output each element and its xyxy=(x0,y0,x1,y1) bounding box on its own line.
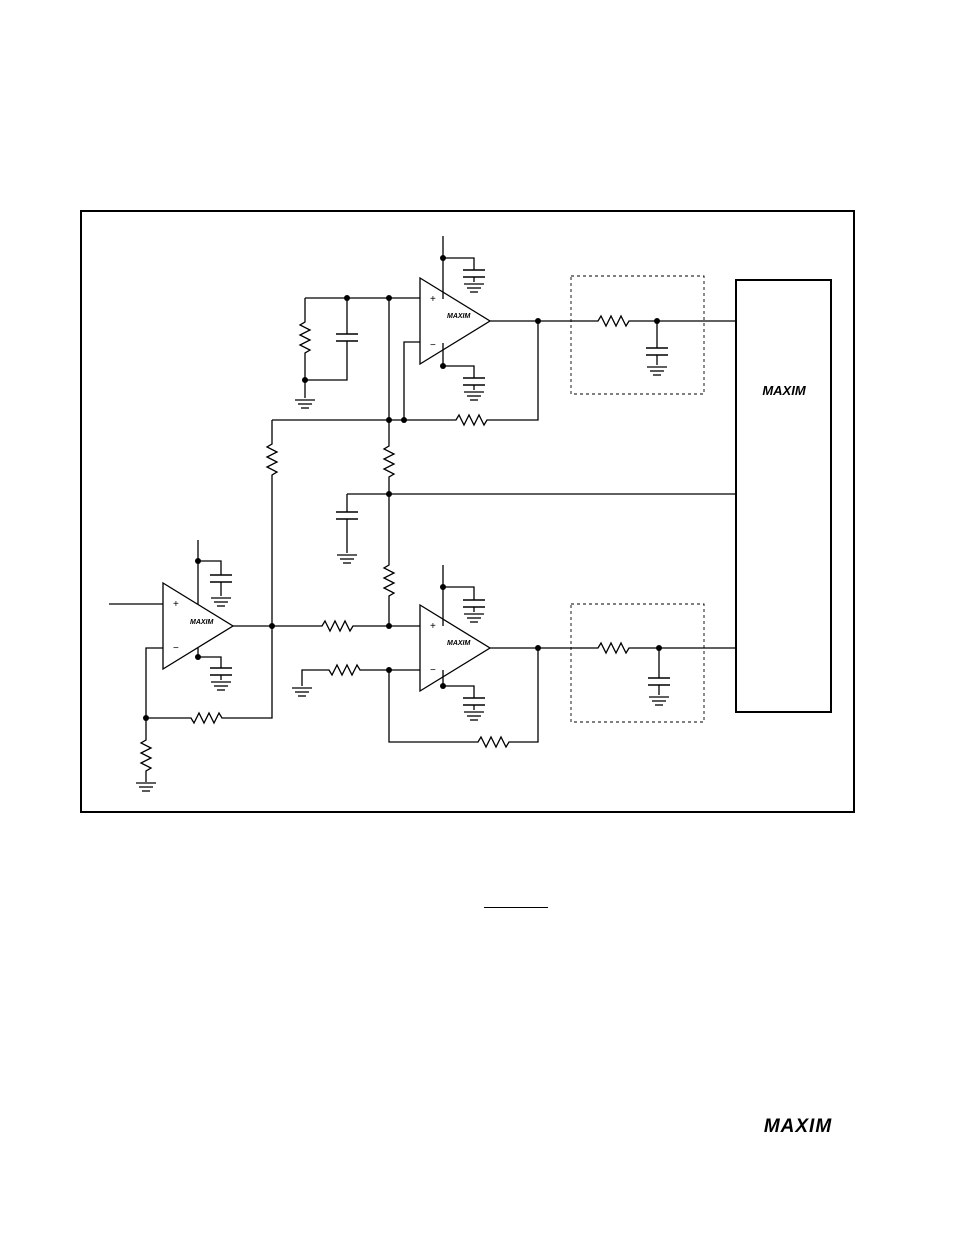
filter-box-top xyxy=(571,276,704,394)
adc-block-logo: MAXIM xyxy=(762,383,807,398)
opamp-input-plus: + xyxy=(173,599,179,610)
maxim-logo: MAXIM xyxy=(742,1116,854,1136)
filter-box-bottom xyxy=(571,604,704,722)
adc-block xyxy=(736,280,831,712)
opamp-input-minus: − xyxy=(173,643,179,654)
opamp-input-logo: MAXIM xyxy=(190,619,214,626)
footer-logo-text: MAXIM xyxy=(764,1116,833,1136)
caption-rule xyxy=(484,907,548,908)
opamp-bottom-logo: MAXIM xyxy=(447,640,471,647)
opamp-top: + − MAXIM xyxy=(420,278,490,364)
opamp-bottom-minus: − xyxy=(430,665,436,676)
opamp-bottom-plus: + xyxy=(430,621,436,632)
diagram-frame xyxy=(81,211,854,812)
opamp-top-logo: MAXIM xyxy=(447,313,471,320)
opamp-top-plus: + xyxy=(430,294,436,305)
opamp-top-minus: − xyxy=(430,340,436,351)
